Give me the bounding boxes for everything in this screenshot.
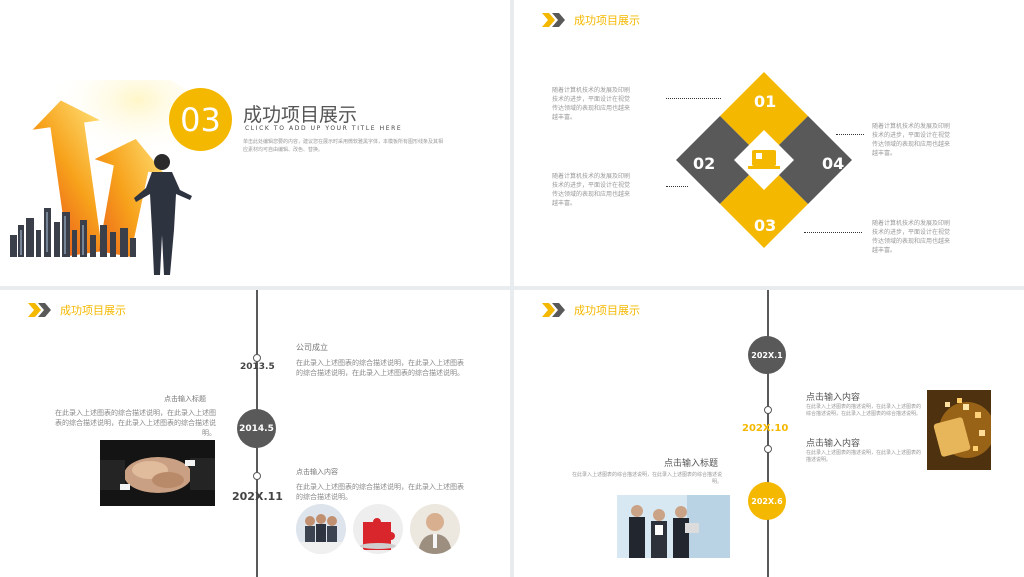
- content-text-3[interactable]: 在此录入上述图表的综合描述说明，在此录入上述图表的综合描述说明。: [571, 472, 722, 485]
- team-photo-circle: [296, 504, 346, 554]
- desc-text-02[interactable]: 随着计算机技术的发展及印刷技术的进步，平面设计在视觉传达领域的表现和应用也越来越…: [552, 173, 631, 207]
- milestone-text-2[interactable]: 在此录入上述图表的综合描述说明，在此录入上述图表的综合描述说明，在此录入上述图表…: [55, 409, 216, 437]
- slide-2[interactable]: 成功项目展示 01 02 03 04 随着计算机技术的发展及印刷技术的进步，平面…: [514, 0, 1024, 286]
- year-label-3: 202X.11: [232, 490, 283, 503]
- diamond-label-03: 03: [754, 216, 777, 235]
- connector-line-01: [666, 98, 721, 99]
- content-text-2[interactable]: 在此录入上述图表的描述说明，在此录入上述图表的描述说明。: [806, 450, 922, 463]
- timeline-axis: [767, 290, 769, 577]
- section-subtitle[interactable]: CLICK TO ADD UP YOUR TITLE HERE: [245, 125, 403, 132]
- desc-text-04[interactable]: 随着计算机技术的发展及印刷技术的进步，平面设计在视觉传达领域的表现和应用也越来越…: [872, 123, 951, 157]
- year-circle-1: 202X.1: [748, 336, 786, 374]
- businessman-photo-circle: [410, 504, 460, 554]
- desc-text-01[interactable]: 随着计算机技术的发展及印刷技术的进步，平面设计在视觉传达领域的表现和应用也越来越…: [552, 87, 631, 121]
- slide-header: 成功项目展示: [542, 302, 640, 318]
- business-team-photo: [617, 495, 730, 558]
- year-circle-2: 2014.5: [237, 409, 276, 448]
- businessman-figure: [134, 154, 192, 275]
- slide-header: 成功项目展示: [28, 302, 126, 318]
- puzzle-photo-circle: [353, 504, 403, 554]
- header-title: 成功项目展示: [60, 304, 126, 317]
- diamond-label-04: 04: [822, 154, 845, 173]
- content-title-3[interactable]: 点击输入标题: [664, 459, 719, 469]
- diamond-label-02: 02: [693, 154, 716, 173]
- content-text-1[interactable]: 在此录入上述图表的描述说明，在此录入上述图表的综合描述说明，在此录入上述图表的综…: [806, 404, 922, 417]
- content-title-1[interactable]: 点击输入内容: [806, 393, 861, 403]
- double-chevron-icon: [542, 303, 565, 317]
- diamond-label-01: 01: [754, 92, 777, 111]
- connector-line-04: [836, 134, 864, 135]
- arrow-city-illustration: [10, 80, 210, 257]
- timeline-dot: [764, 445, 772, 453]
- slide-3[interactable]: 成功项目展示 2013.5 2014.5 202X.11 公司成立 在此录入上述…: [0, 290, 510, 577]
- double-chevron-icon: [28, 303, 51, 317]
- slide-1[interactable]: 03 成功项目展示 CLICK TO ADD UP YOUR TITLE HER…: [0, 0, 510, 286]
- milestone-text-3[interactable]: 在此录入上述图表的综合描述说明，在此录入上述图表的综合描述说明。: [296, 483, 464, 501]
- teamwork-hands-photo: [100, 440, 215, 506]
- milestone-text-1[interactable]: 在此录入上述图表的综合描述说明，在此录入上述图表的综合描述说明，在此录入上述图表…: [296, 359, 464, 377]
- header-title: 成功项目展示: [574, 304, 640, 317]
- year-circle-3: 202X.6: [748, 482, 786, 520]
- milestone-title-1[interactable]: 公司成立: [296, 343, 328, 352]
- slide-header: 成功项目展示: [542, 12, 640, 28]
- connector-line-02: [666, 186, 688, 187]
- timeline-dot: [253, 472, 261, 480]
- diamond-diagram: [676, 72, 852, 248]
- connector-line-03: [804, 232, 862, 233]
- tablet-apps-photo: [927, 390, 991, 470]
- year-label-2: 202X.10: [742, 423, 789, 434]
- timeline-dot: [253, 354, 261, 362]
- double-chevron-icon: [542, 13, 565, 27]
- section-number-badge: 03: [169, 88, 232, 151]
- section-title[interactable]: 成功项目展示: [243, 104, 358, 126]
- timeline-dot: [764, 406, 772, 414]
- laptop-icon: [752, 150, 776, 166]
- header-title: 成功项目展示: [574, 14, 640, 27]
- milestone-title-3[interactable]: 点击输入内容: [296, 468, 338, 476]
- section-description[interactable]: 单击此处编辑您要的内容，建议您在展示时采用微软雅黑字体，本模板所有图形线条及其相…: [243, 139, 444, 153]
- milestone-title-2[interactable]: 点击输入标题: [164, 395, 206, 403]
- desc-text-03[interactable]: 随着计算机技术的发展及印刷技术的进步，平面设计在视觉传达领域的表现和应用也越来越…: [872, 220, 951, 254]
- content-title-2[interactable]: 点击输入内容: [806, 439, 861, 449]
- year-label-1: 2013.5: [240, 362, 275, 372]
- slide-4[interactable]: 成功项目展示 202X.1 202X.10 202X.6 点击输入内容 在此录入…: [514, 290, 1024, 577]
